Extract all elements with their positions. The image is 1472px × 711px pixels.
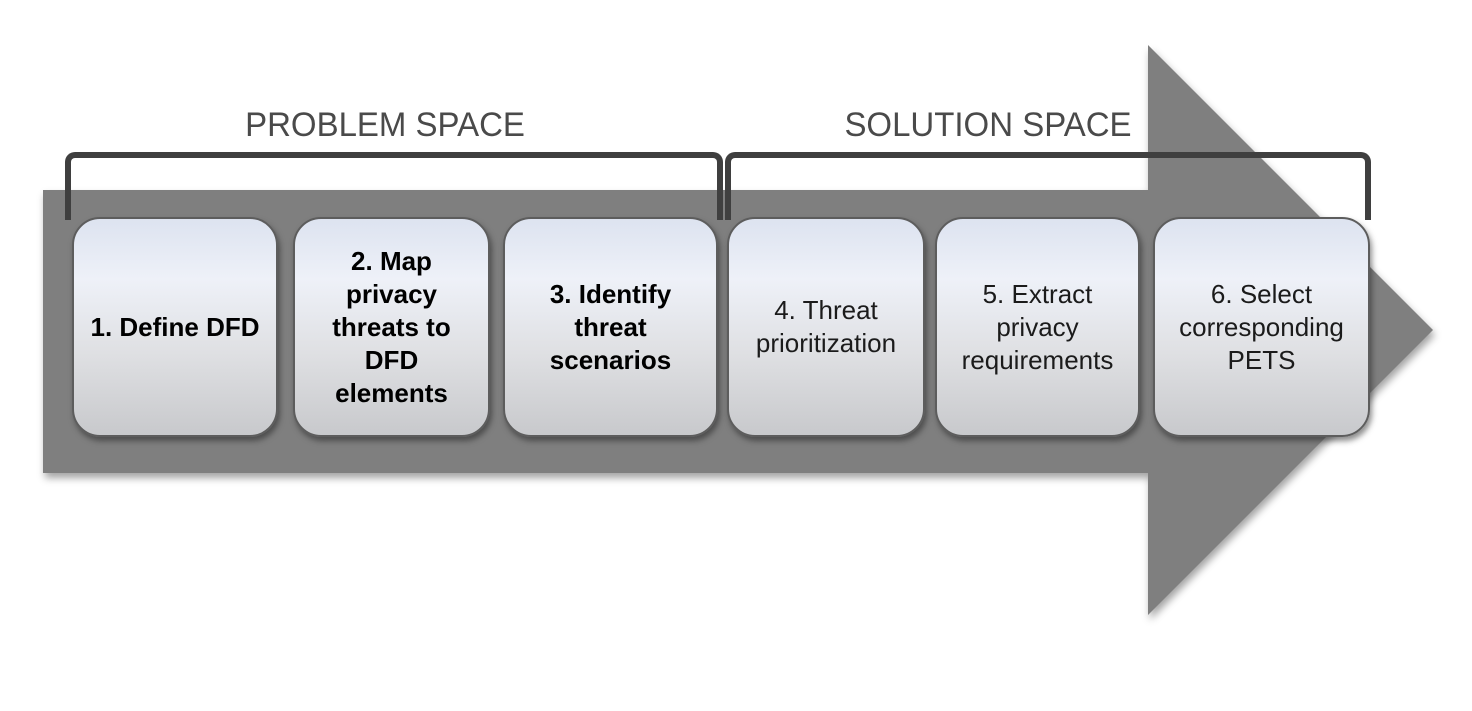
step-label: 4. Threat prioritization	[755, 295, 897, 358]
problem-space-bracket	[65, 152, 723, 220]
solution-space-label: SOLUTION SPACE	[844, 106, 1132, 144]
step-box-threat-prioritization: 4. Threat prioritization	[727, 217, 925, 437]
step-label: 6. Select corresponding PETS	[1179, 278, 1344, 375]
solution-space-bracket	[725, 152, 1371, 220]
step-box-extract-privacy-requirements: 5. Extract privacy requirements	[935, 217, 1140, 437]
problem-space-label: PROBLEM SPACE	[245, 106, 525, 144]
step-box-identify-threat-scenarios: 3. Identify threat scenarios	[503, 217, 718, 437]
step-box-define-dfd: 1. Define DFD	[72, 217, 278, 437]
step-label: 3. Identify threat scenarios	[549, 278, 672, 375]
step-box-select-corresponding-pets: 6. Select corresponding PETS	[1153, 217, 1370, 437]
step-label: 2. Map privacy threats to DFD elements	[332, 245, 451, 408]
step-label: 5. Extract privacy requirements	[961, 278, 1114, 375]
step-label: 1. Define DFD	[90, 311, 260, 342]
step-box-map-privacy-threats: 2. Map privacy threats to DFD elements	[293, 217, 490, 437]
